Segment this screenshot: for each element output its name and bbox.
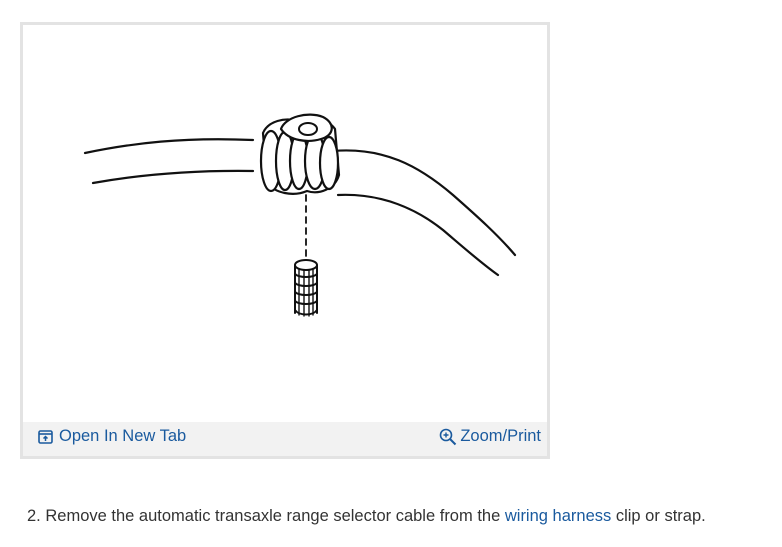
figure-card: Open In New Tab Zoom/Print — [20, 22, 550, 459]
wiring-harness-link[interactable]: wiring harness — [504, 507, 612, 525]
instruction-step: 2. Remove the automatic transaxle range … — [27, 507, 706, 526]
open-in-new-tab-label: Open In New Tab — [59, 427, 187, 445]
open-in-new-tab-icon — [38, 429, 53, 444]
step-text-after: clip or strap. — [615, 507, 706, 525]
zoom-print-label: Zoom/Print — [460, 427, 541, 445]
figure-toolbar: Open In New Tab Zoom/Print — [23, 422, 547, 456]
cable-clip-diagram — [83, 113, 517, 317]
open-in-new-tab-link[interactable]: Open In New Tab — [38, 427, 186, 446]
zoom-print-link[interactable]: Zoom/Print — [439, 427, 541, 446]
step-number: 2. — [27, 507, 41, 525]
step-text-before: Remove the automatic transaxle range sel… — [45, 507, 501, 525]
zoom-in-icon — [440, 428, 457, 445]
